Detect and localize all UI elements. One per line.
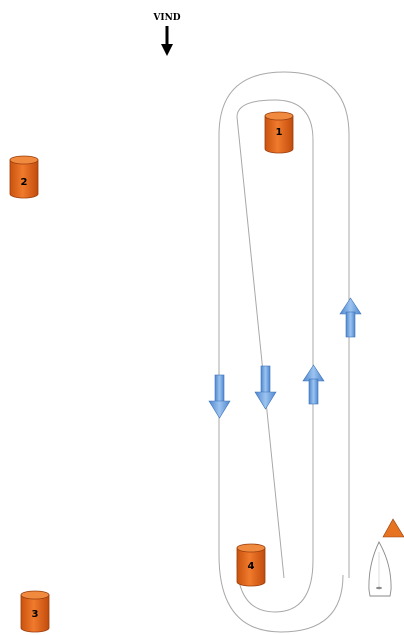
buoy-2: 2 [9,155,39,199]
inner-course-loop [236,99,314,613]
buoy-4-label: 4 [248,561,255,572]
outer-course-left [218,135,344,633]
diagonal-course-leg [236,116,285,579]
wind-arrow-icon [161,26,173,56]
outer-course-loop [218,71,350,578]
committee-boat [368,518,404,597]
boat-icon [368,541,392,597]
wind-label: VIND [152,13,180,23]
buoy-4: 4 [236,543,266,587]
buoy-3: 3 [20,590,50,633]
course-arrow-down-1 [208,374,231,419]
flag-icon [382,518,404,538]
course-arrow-up-2 [339,297,362,338]
buoy-1-label: 1 [276,127,283,138]
buoy-1: 1 [264,111,294,154]
buoy-2-label: 2 [21,177,28,188]
course-arrow-up-1 [302,364,325,405]
course-arrow-down-2 [254,365,277,410]
wind-indicator: VIND [152,13,181,56]
buoy-3-label: 3 [32,609,39,620]
